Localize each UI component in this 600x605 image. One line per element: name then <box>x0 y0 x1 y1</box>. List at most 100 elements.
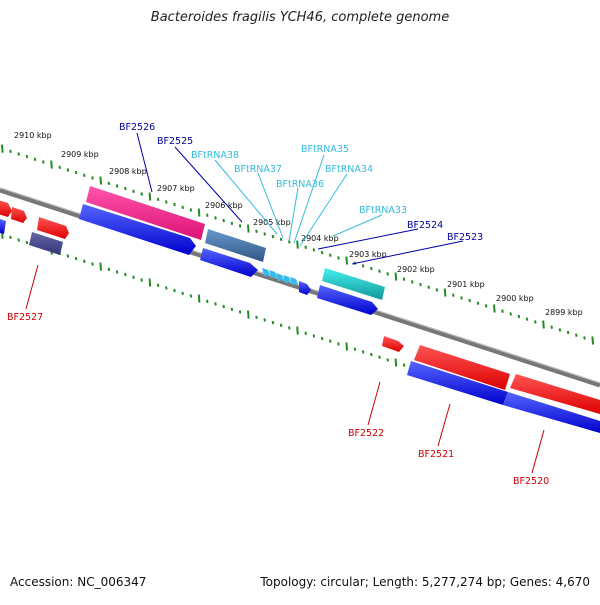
leader-bf2525 <box>174 146 243 223</box>
major-tick <box>345 256 348 265</box>
gene-bf2527[interactable] <box>29 232 63 255</box>
label-bf2523[interactable]: BF2523 <box>447 232 483 243</box>
gene-feature-red[interactable] <box>0 200 12 217</box>
gene-feature-red[interactable] <box>37 217 69 239</box>
trna-feature[interactable] <box>269 270 277 278</box>
label-bf2525[interactable]: BF2525 <box>157 136 193 147</box>
gene-bf2522[interactable] <box>382 336 404 352</box>
major-tick <box>99 176 102 185</box>
label-bftrna37[interactable]: BFtRNA37 <box>234 164 282 175</box>
leader-bf2522 <box>367 381 381 426</box>
gene-forward-blue[interactable] <box>299 281 311 295</box>
minor-tick <box>66 168 70 172</box>
gene-bf2525[interactable] <box>205 229 266 262</box>
gene-forward-blue[interactable] <box>200 248 258 277</box>
minor-tick <box>427 285 430 289</box>
minor-tick <box>525 317 529 321</box>
trna-feature[interactable] <box>283 275 291 283</box>
major-tick <box>296 240 299 249</box>
major-tick <box>247 224 250 233</box>
leader-bftrna33 <box>332 214 383 237</box>
gene-bf2520-reverse[interactable] <box>510 374 600 414</box>
gene-forward-blue[interactable] <box>317 285 378 315</box>
kbp-label: 2899 kbp <box>545 308 583 317</box>
minor-tick <box>33 157 37 161</box>
leader-bf2527 <box>25 264 39 310</box>
label-bftrna33[interactable]: BFtRNA33 <box>359 205 407 216</box>
minor-tick <box>386 358 389 362</box>
minor-tick <box>263 318 266 322</box>
label-bftrna36[interactable]: BFtRNA36 <box>276 179 324 190</box>
label-bf2527[interactable]: BF2527 <box>7 312 43 323</box>
minor-tick <box>378 269 381 273</box>
minor-tick <box>66 254 70 258</box>
minor-tick <box>484 304 488 308</box>
leader-bftrna36 <box>288 187 299 242</box>
minor-tick <box>534 320 537 324</box>
minor-tick <box>575 333 578 337</box>
trna-feature[interactable] <box>276 273 284 281</box>
tick-row-upper <box>1 144 594 345</box>
leader-bftrna38 <box>214 159 278 235</box>
leader-bf2520 <box>531 429 545 474</box>
label-bf2522[interactable]: BF2522 <box>348 428 384 439</box>
minor-tick <box>476 301 480 305</box>
label-bftrna38[interactable]: BFtRNA38 <box>191 150 239 161</box>
minor-tick <box>411 280 414 284</box>
label-bf2524[interactable]: BF2524 <box>407 220 443 231</box>
kbp-label: 2907 kbp <box>157 184 195 193</box>
minor-tick <box>320 336 324 341</box>
trna-feature[interactable] <box>262 268 270 276</box>
minor-tick <box>181 205 184 209</box>
minor-tick <box>329 253 332 257</box>
leader-bftrna37 <box>257 172 284 239</box>
minor-tick <box>214 302 217 306</box>
major-tick <box>542 320 545 329</box>
gene-feature-red[interactable] <box>11 207 27 223</box>
minor-tick <box>337 342 340 346</box>
gene-feature-blue[interactable] <box>0 219 6 234</box>
gene-bftrna-cluster-block[interactable] <box>322 268 385 300</box>
major-tick <box>591 336 594 345</box>
minor-tick <box>304 245 307 249</box>
minor-tick <box>263 232 266 236</box>
minor-tick <box>402 277 406 281</box>
label-bf2526[interactable]: BF2526 <box>119 122 155 133</box>
minor-tick <box>132 189 135 193</box>
minor-tick <box>9 235 12 239</box>
major-tick <box>394 358 398 367</box>
kbp-label: 2903 kbp <box>349 250 387 259</box>
gene-bf2521[interactable] <box>407 361 508 405</box>
label-bf2521[interactable]: BF2521 <box>418 449 454 460</box>
minor-tick <box>566 330 570 335</box>
gene-bf2521-reverse[interactable] <box>414 345 510 390</box>
minor-tick <box>124 272 127 277</box>
label-bf2520[interactable]: BF2520 <box>513 476 549 487</box>
minor-tick <box>378 355 381 359</box>
trna-feature[interactable] <box>290 277 298 285</box>
gene-forward-blue[interactable] <box>79 204 196 255</box>
kbp-label: 2905 kbp <box>253 218 291 227</box>
minor-tick <box>550 325 553 329</box>
minor-tick <box>25 154 29 159</box>
major-tick <box>493 304 496 313</box>
gene-bf2520[interactable] <box>503 392 600 433</box>
label-bftrna35[interactable]: BFtRNA35 <box>301 144 349 155</box>
minor-tick <box>91 176 94 180</box>
minor-tick <box>361 350 365 354</box>
minor-tick <box>452 293 455 297</box>
gene-bf2526[interactable] <box>86 186 205 240</box>
minor-tick <box>58 165 61 169</box>
minor-tick <box>353 347 357 351</box>
map-title: Bacteroides fragilis YCH46, complete gen… <box>150 10 450 25</box>
minor-tick <box>25 240 29 245</box>
major-tick <box>394 272 398 281</box>
minor-tick <box>271 234 275 239</box>
minor-tick <box>9 149 12 153</box>
minor-tick <box>107 181 111 185</box>
label-bftrna34[interactable]: BFtRNA34 <box>325 164 373 175</box>
minor-tick <box>279 323 283 327</box>
minor-tick <box>17 238 20 242</box>
